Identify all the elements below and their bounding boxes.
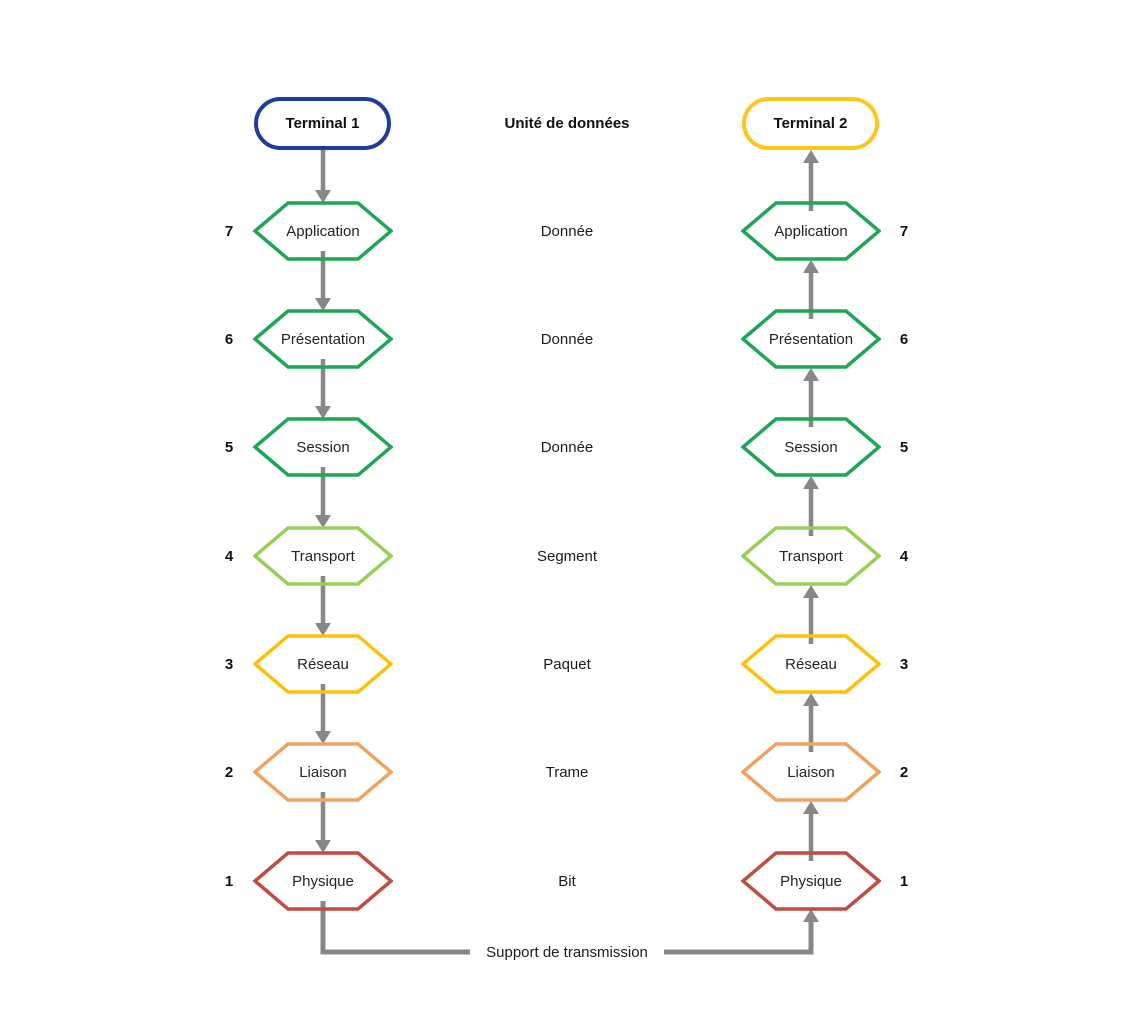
layer-name: Application: [286, 222, 360, 240]
data-unit-label: Paquet: [543, 655, 591, 673]
layer-number-right: 5: [899, 438, 909, 456]
layer-name: Session: [784, 438, 838, 456]
terminal-2-node: Terminal 2: [742, 97, 879, 150]
hexagon-outline: [253, 634, 393, 694]
hexagon-right-application: Application: [741, 201, 881, 261]
data-unit-label: Donnée: [540, 222, 594, 240]
arrowhead-up-icon: [803, 150, 819, 163]
terminal-2-label: Terminal 2: [773, 115, 848, 132]
hexagon-outline: [741, 201, 881, 261]
hexagon-right-liaison: Liaison: [741, 742, 881, 802]
hexagon-outline: [741, 417, 881, 477]
hexagon-outline: [253, 742, 393, 802]
hexagon-outline: [253, 417, 393, 477]
layer-name: Physique: [292, 872, 354, 890]
layer-number-right: 6: [899, 330, 909, 348]
hexagon-left-physique: Physique: [253, 851, 393, 911]
hexagon-right-reseau: Réseau: [741, 634, 881, 694]
layer-number-right: 2: [899, 763, 909, 781]
hexagon-outline: [741, 526, 881, 586]
layer-number-left: 2: [224, 763, 234, 781]
hexagon-outline: [741, 742, 881, 802]
layer-number-left: 1: [224, 872, 234, 890]
arrowhead-down-icon: [315, 840, 331, 853]
hexagon-left-transport: Transport: [253, 526, 393, 586]
arrowhead-up-icon: [803, 368, 819, 381]
data-unit-label: Bit: [558, 872, 576, 890]
layer-name: Transport: [291, 547, 355, 565]
arrowhead-down-icon: [315, 515, 331, 528]
layer-name: Transport: [779, 547, 843, 565]
layer-name: Présentation: [280, 330, 366, 348]
layer-name: Réseau: [785, 655, 837, 673]
arrowhead-down-icon: [315, 298, 331, 311]
arrowhead-down-icon: [315, 731, 331, 744]
terminal-1-label: Terminal 1: [285, 115, 360, 132]
hexagon-outline: [741, 851, 881, 911]
arrowhead-up-icon: [803, 476, 819, 489]
hexagon-left-application: Application: [253, 201, 393, 261]
layer-name: Physique: [780, 872, 842, 890]
arrowhead-up-icon: [803, 585, 819, 598]
hexagon-outline: [741, 309, 881, 369]
arrow-heads: [315, 150, 819, 922]
arrowhead-down-icon: [315, 406, 331, 419]
support-transmission-label: Support de transmission: [470, 941, 664, 963]
hexagon-right-transport: Transport: [741, 526, 881, 586]
arrowhead-up-icon: [803, 260, 819, 273]
layer-name: Réseau: [297, 655, 349, 673]
hexagon-left-presentation: Présentation: [253, 309, 393, 369]
data-unit-label: Donnée: [540, 330, 594, 348]
data-unit-label: Segment: [536, 547, 598, 565]
hexagon-left-reseau: Réseau: [253, 634, 393, 694]
layer-number-left: 6: [224, 330, 234, 348]
hexagon-outline: [253, 201, 393, 261]
layer-number-left: 4: [224, 547, 234, 565]
layer-number-left: 7: [224, 222, 234, 240]
layer-number-right: 4: [899, 547, 909, 565]
layer-name: Application: [774, 222, 848, 240]
arrowhead-up-icon: [803, 909, 819, 922]
hexagon-left-liaison: Liaison: [253, 742, 393, 802]
data-unit-column-header: Unité de données: [504, 114, 630, 132]
layer-name: Liaison: [787, 763, 835, 781]
data-unit-label: Trame: [545, 763, 589, 781]
hexagon-outline: [253, 851, 393, 911]
hexagon-right-session: Session: [741, 417, 881, 477]
arrowhead-up-icon: [803, 693, 819, 706]
layer-name: Présentation: [768, 330, 854, 348]
data-unit-label: Donnée: [540, 438, 594, 456]
hexagon-outline: [253, 309, 393, 369]
hexagon-right-physique: Physique: [741, 851, 881, 911]
layer-number-left: 5: [224, 438, 234, 456]
hexagon-right-presentation: Présentation: [741, 309, 881, 369]
layer-number-left: 3: [224, 655, 234, 673]
hexagon-outline: [253, 526, 393, 586]
layer-number-right: 7: [899, 222, 909, 240]
arrowhead-down-icon: [315, 623, 331, 636]
terminal-1-node: Terminal 1: [254, 97, 391, 150]
hexagon-left-session: Session: [253, 417, 393, 477]
arrowhead-down-icon: [315, 190, 331, 203]
layer-number-right: 1: [899, 872, 909, 890]
hexagon-outline: [741, 634, 881, 694]
arrowhead-up-icon: [803, 801, 819, 814]
layer-name: Liaison: [299, 763, 347, 781]
layer-number-right: 3: [899, 655, 909, 673]
layer-name: Session: [296, 438, 350, 456]
